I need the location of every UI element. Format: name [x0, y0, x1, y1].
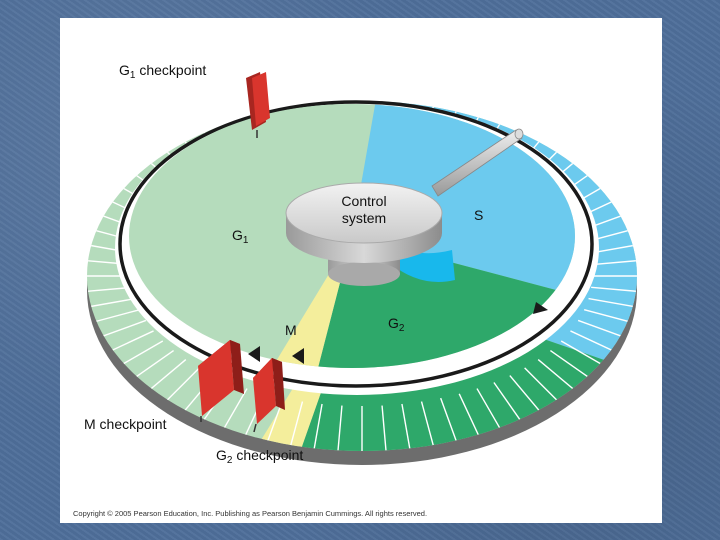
control-system-hub [285, 182, 443, 286]
m-checkpoint-label: M checkpoint [84, 416, 166, 432]
g1-checkpoint-label-rest: checkpoint [135, 62, 207, 78]
ring-segment-line [283, 401, 304, 451]
g2-phase-label-main: G [388, 315, 399, 331]
arrow-m-to-g1 [248, 346, 260, 362]
ring-segment-line [588, 240, 637, 255]
ring-segment-line [87, 308, 141, 329]
ring-segment-line [258, 397, 284, 451]
g2-checkpoint-gate [253, 358, 285, 433]
ring-segment-line [401, 403, 415, 451]
s-phase-label-text: S [474, 207, 484, 223]
control-pointer [431, 128, 524, 197]
g1-checkpoint-label-sub: 1 [129, 70, 136, 81]
inner-disk-m [235, 236, 352, 368]
m-phase-label: M [285, 322, 297, 338]
ring-segment-line [420, 401, 441, 451]
g1-checkpoint-gate [246, 72, 270, 138]
control-system-label-line2: system [341, 210, 387, 226]
m-checkpoint-label-text: M checkpoint [84, 416, 167, 432]
g2-checkpoint-label: G2 checkpoint [216, 447, 303, 466]
arrow-g2-to-m [292, 348, 304, 364]
ring-segment-line [591, 257, 637, 266]
ring-segment-line [87, 286, 133, 295]
ring-segment-line [381, 405, 389, 451]
s-phase-label: S [474, 207, 483, 223]
cycle-arrows [248, 302, 548, 364]
ring-segment-line [87, 297, 136, 312]
g1-phase-label-sub: 1 [242, 235, 249, 246]
control-system-label-line1: Control [341, 193, 387, 209]
g2-phase-label-sub: 2 [398, 323, 405, 334]
cell-cycle-diagram [87, 72, 637, 465]
ring-segment-line [309, 403, 323, 451]
ring-segment-line [588, 297, 637, 312]
ring-segment-line [591, 286, 637, 295]
ring-segment-line [583, 308, 637, 329]
inner-disk-s [352, 104, 575, 318]
m-checkpoint-gate [198, 340, 244, 422]
g2-checkpoint-label-main: G [216, 447, 227, 463]
control-system-label: Control system [324, 193, 404, 227]
copyright-notice: Copyright © 2005 Pearson Education, Inc.… [73, 509, 428, 518]
arrow-s-to-g2 [533, 302, 548, 314]
g1-checkpoint-label: G1 checkpoint [119, 62, 206, 81]
g1-phase-label: G1 [232, 227, 248, 246]
g1-checkpoint-label-main: G [119, 62, 130, 78]
g1-phase-label-main: G [232, 227, 243, 243]
m-phase-label-text: M [285, 322, 297, 338]
ring-segment-line [335, 405, 343, 451]
slide-panel: G1 checkpoint Control system S G1 M G2 M… [60, 18, 662, 523]
ring-segment-line [440, 397, 466, 451]
g2-checkpoint-label-rest: checkpoint [232, 447, 304, 463]
g2-phase-label: G2 [388, 315, 404, 334]
cycle-track [118, 100, 594, 388]
g2-checkpoint-label-sub: 2 [226, 455, 233, 466]
